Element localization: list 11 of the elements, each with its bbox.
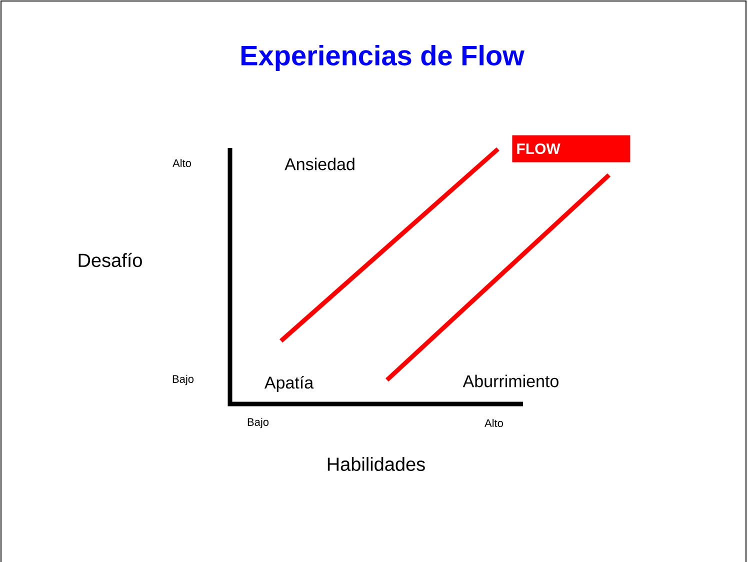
axis-title: Desafío xyxy=(78,252,142,268)
axis-tick-label: Bajo xyxy=(248,418,269,428)
region-label: Apatía xyxy=(264,376,314,392)
region-label: Ansiedad xyxy=(284,158,354,170)
region-label: Aburrimiento xyxy=(462,374,558,388)
axis-title: Habilidades xyxy=(328,457,425,471)
title: Experiencias de Flow xyxy=(241,44,524,72)
axis-tick-label: Alto xyxy=(172,158,191,168)
axis-tick-label: Bajo xyxy=(172,374,194,386)
flow-box: FLOW xyxy=(512,135,630,162)
axis-tick-label: Alto xyxy=(484,418,503,428)
